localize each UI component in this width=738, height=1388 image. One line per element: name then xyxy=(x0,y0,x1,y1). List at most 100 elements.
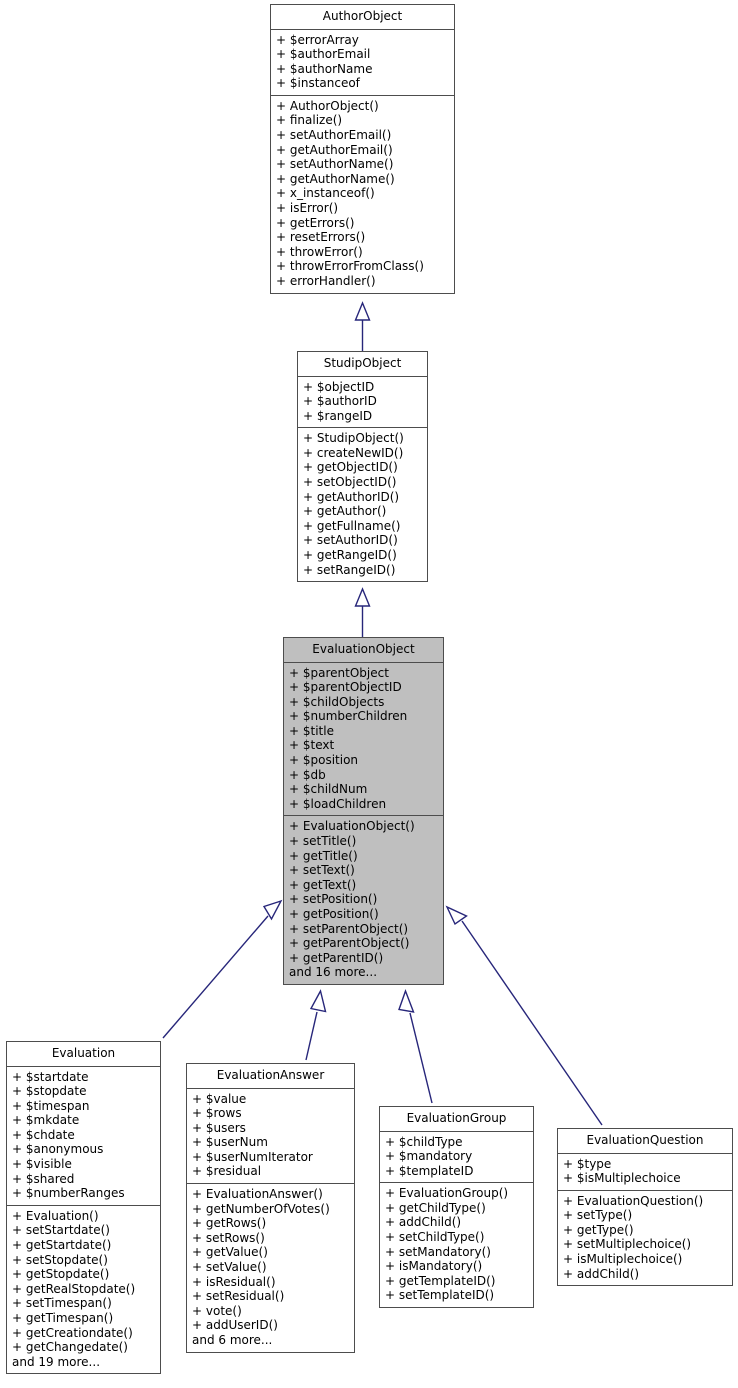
method: + getStartdate() xyxy=(12,1238,112,1253)
method: + setText() xyxy=(289,863,355,878)
attribute: + $mandatory xyxy=(385,1149,473,1164)
method: + EvaluationObject() xyxy=(289,819,415,834)
attribute: + $userNumIterator xyxy=(192,1149,313,1164)
attribute: + $parentObject xyxy=(289,665,389,680)
method: + setStopdate() xyxy=(12,1252,108,1267)
attribute: + $userNum xyxy=(192,1135,268,1150)
method: + getRealStopdate() xyxy=(12,1281,136,1296)
class-box-evaluationanswer[interactable]: EvaluationAnswer + $value + $rows + $use… xyxy=(186,1063,355,1353)
method: + getTemplateID() xyxy=(385,1273,496,1288)
method: + isMandatory() xyxy=(385,1259,483,1274)
method: + addUserID() xyxy=(192,1318,278,1333)
method: + setParentObject() xyxy=(289,921,409,936)
attribute: + $startdate xyxy=(12,1069,89,1084)
class-title-evaluationquestion: EvaluationQuestion xyxy=(558,1129,732,1154)
method: + errorHandler() xyxy=(276,274,376,288)
method: + setMandatory() xyxy=(385,1244,491,1259)
method: + getParentID() xyxy=(289,950,384,965)
class-attributes-evaluationanswer: + $value + $rows + $users + $userNum + $… xyxy=(187,1089,354,1185)
attribute: + $templateID xyxy=(385,1163,474,1178)
attribute: + $parentObjectID xyxy=(289,680,402,695)
more-members-label: and 16 more... xyxy=(289,965,378,980)
method: + setType() xyxy=(563,1208,633,1223)
attribute: + $authorEmail xyxy=(276,47,371,62)
attribute: + $objectID xyxy=(303,379,375,394)
attribute: + $title xyxy=(289,723,334,738)
method: + StudipObject() xyxy=(303,431,404,446)
method: + setTitle() xyxy=(289,834,357,849)
class-box-evaluation[interactable]: Evaluation + $startdate + $stopdate + $t… xyxy=(6,1041,161,1375)
method: + getPosition() xyxy=(289,907,379,921)
method: + throwErrorFromClass() xyxy=(276,259,424,274)
class-box-authorobject[interactable]: AuthorObject + $errorArray + $authorEmai… xyxy=(270,4,455,294)
class-title-evaluationanswer: EvaluationAnswer xyxy=(187,1064,354,1089)
attribute: + $numberRanges xyxy=(12,1186,125,1201)
class-attributes-evaluationgroup: + $childType + $mandatory + $templateID xyxy=(380,1132,533,1184)
class-title-evaluationgroup: EvaluationGroup xyxy=(380,1107,533,1132)
method: + getCreationdate() xyxy=(12,1325,133,1340)
class-attributes-evaluationquestion: + $type + $isMultiplechoice xyxy=(558,1154,732,1191)
method: + isError() xyxy=(276,201,339,216)
method: + setObjectID() xyxy=(303,475,397,490)
method: + createNewID() xyxy=(303,445,404,460)
class-attributes-authorobject: + $errorArray + $authorEmail + $authorNa… xyxy=(271,30,454,96)
method: + setAuthorEmail() xyxy=(276,128,392,143)
attribute: + $type xyxy=(563,1156,612,1171)
edge-evaluationgroup-to-evaluationobject xyxy=(398,988,433,1104)
method: + setResidual() xyxy=(192,1289,285,1304)
attribute: + $instanceof xyxy=(276,76,360,91)
edge-evaluationquestion-to-evaluationobject xyxy=(445,905,603,1126)
class-methods-evaluationobject: + EvaluationObject() + setTitle() + getT… xyxy=(284,816,443,984)
class-title-evaluation: Evaluation xyxy=(7,1042,160,1067)
attribute: + $text xyxy=(289,738,335,753)
class-title-authorobject: AuthorObject xyxy=(271,5,454,30)
class-methods-evaluationanswer: + EvaluationAnswer() + getNumberOfVotes(… xyxy=(187,1184,354,1352)
attribute: + $authorID xyxy=(303,394,377,409)
attribute: + $mkdate xyxy=(12,1113,80,1128)
method: + addChild() xyxy=(385,1215,462,1230)
class-methods-evaluationquestion: + EvaluationQuestion() + setType() + get… xyxy=(558,1191,732,1286)
method: + isResidual() xyxy=(192,1274,276,1289)
attribute: + $position xyxy=(289,753,359,768)
method: + addChild() xyxy=(563,1266,640,1281)
method: + getErrors() xyxy=(276,215,355,230)
attribute: + $stopdate xyxy=(12,1084,87,1099)
method: + Evaluation() xyxy=(12,1208,99,1223)
class-title-evaluationobject: EvaluationObject xyxy=(284,638,443,663)
edge-evaluationobject-to-studipobject xyxy=(354,587,371,637)
attribute: + $errorArray xyxy=(276,32,359,47)
method: + throwError() xyxy=(276,244,363,259)
class-box-evaluationquestion[interactable]: EvaluationQuestion + $type + $isMultiple… xyxy=(557,1128,733,1287)
method: + getAuthor() xyxy=(303,504,387,519)
method: + getParentObject() xyxy=(289,936,410,951)
method: + vote() xyxy=(192,1303,242,1318)
method: + AuthorObject() xyxy=(276,98,379,113)
class-box-evaluationgroup[interactable]: EvaluationGroup + $childType + $mandator… xyxy=(379,1106,534,1309)
method: + getText() xyxy=(289,877,357,892)
attribute: + $db xyxy=(289,767,326,782)
method: + isMultiplechoice() xyxy=(563,1252,683,1267)
class-methods-evaluationgroup: + EvaluationGroup() + getChildType() + a… xyxy=(380,1183,533,1307)
attribute: + $anonymous xyxy=(12,1142,104,1157)
attribute: + $visible xyxy=(12,1157,72,1172)
attribute: + $users xyxy=(192,1120,246,1135)
class-box-studipobject[interactable]: StudipObject + $objectID + $authorID + $… xyxy=(297,351,428,583)
attribute: + $childObjects xyxy=(289,694,385,709)
method: + getObjectID() xyxy=(303,460,398,475)
attribute: + $childType xyxy=(385,1134,463,1149)
method: + setChildType() xyxy=(385,1230,485,1245)
method: + getAuthorEmail() xyxy=(276,142,393,157)
attribute: + $residual xyxy=(192,1164,262,1179)
method: + finalize() xyxy=(276,113,343,128)
more-members-label: and 6 more... xyxy=(192,1333,273,1347)
method: + getStopdate() xyxy=(12,1267,110,1282)
attribute: + $childNum xyxy=(289,782,368,797)
edge-evaluation-to-evaluationobject xyxy=(162,899,283,1039)
class-attributes-studipobject: + $objectID + $authorID + $rangeID xyxy=(298,377,427,429)
method: + setTimespan() xyxy=(12,1296,112,1311)
class-box-evaluationobject[interactable]: EvaluationObject + $parentObject + $pare… xyxy=(283,637,444,985)
method: + setAuthorName() xyxy=(276,157,394,172)
attribute: + $rows xyxy=(192,1106,242,1121)
method: + setMultiplechoice() xyxy=(563,1237,692,1252)
